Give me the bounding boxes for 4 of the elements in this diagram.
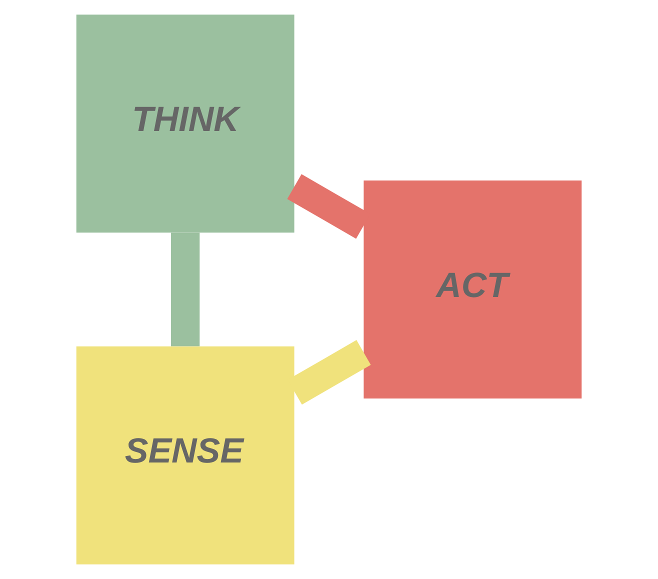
node-box: ACT bbox=[364, 180, 582, 398]
node-box: THINK bbox=[76, 14, 294, 233]
connector bbox=[171, 232, 200, 346]
node-box: SENSE bbox=[76, 346, 294, 564]
